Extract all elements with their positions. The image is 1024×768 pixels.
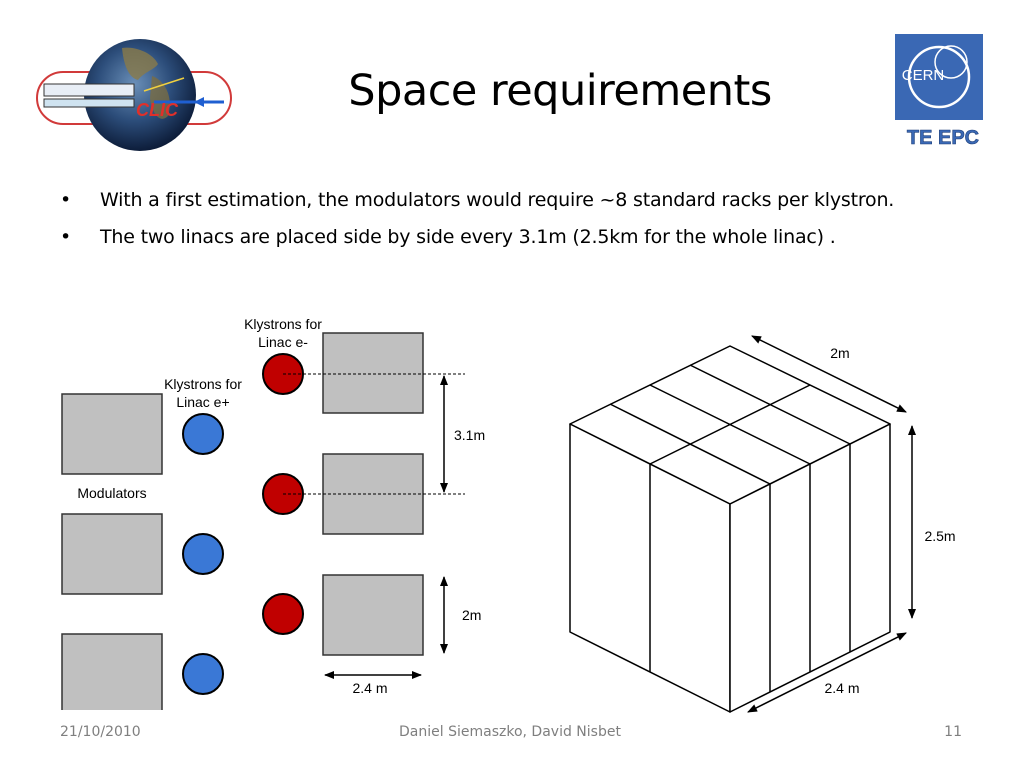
block-width-dimension-label: 2.4 m [824, 680, 859, 696]
clic-logo-text: CLIC [136, 100, 179, 120]
bullet-glyph: • [60, 189, 72, 211]
cern-logo-text: CERN [902, 67, 945, 84]
depth-dimension-label: 2m [462, 607, 481, 623]
klystron-e-minus [262, 593, 304, 635]
footer-authors: Daniel Siemaszko, David Nisbet [399, 724, 621, 740]
footer-date: 21/10/2010 [60, 724, 141, 740]
klystron-e-plus [182, 413, 224, 455]
block-depth-dimension-label: 2m [830, 345, 849, 361]
block-depth-dimension-arrow [751, 335, 907, 413]
layout-diagram: Klystrons for Linac e- Klystrons for Lin… [61, 316, 485, 710]
bullet-glyph: • [60, 226, 72, 248]
block-width-dimension-arrow [747, 632, 907, 713]
cern-logo: CERN TE EPC [895, 34, 983, 149]
modulator-rack [61, 633, 163, 710]
width-dimension-label: 2.4 m [352, 680, 387, 696]
klystron-e-plus [182, 533, 224, 575]
bullet-list: • With a first estimation, the modulator… [60, 185, 894, 259]
bullet-text: The two linacs are placed side by side e… [100, 226, 836, 248]
bullet-item: • The two linacs are placed side by side… [60, 222, 894, 259]
klystrons-e-plus-label-line1: Klystrons for [164, 376, 242, 392]
page-number: 11 [944, 724, 962, 740]
clic-logo: CLIC [36, 39, 232, 151]
block-height-dimension-label: 2.5m [924, 528, 955, 544]
rack-block-diagram: 2m 2.5m 2.4 m [569, 335, 956, 713]
klystron-e-plus [182, 653, 224, 695]
slide-title: Space requirements [348, 66, 772, 116]
modulator-rack [322, 574, 424, 656]
modulator-rack [322, 332, 424, 414]
modulator-rack [61, 513, 163, 595]
klystrons-e-minus-label-line1: Klystrons for [244, 316, 322, 332]
bullet-item: • With a first estimation, the modulator… [60, 185, 894, 222]
klystrons-e-plus-label-line2: Linac e+ [176, 394, 229, 410]
modulators-label: Modulators [77, 485, 146, 501]
klystrons-e-minus-label-line2: Linac e- [258, 334, 308, 350]
te-epc-text: TE EPC [907, 127, 979, 149]
spacing-dimension-label: 3.1m [454, 427, 485, 443]
bullet-text: With a first estimation, the modulators … [100, 189, 895, 211]
modulator-rack [61, 393, 163, 475]
